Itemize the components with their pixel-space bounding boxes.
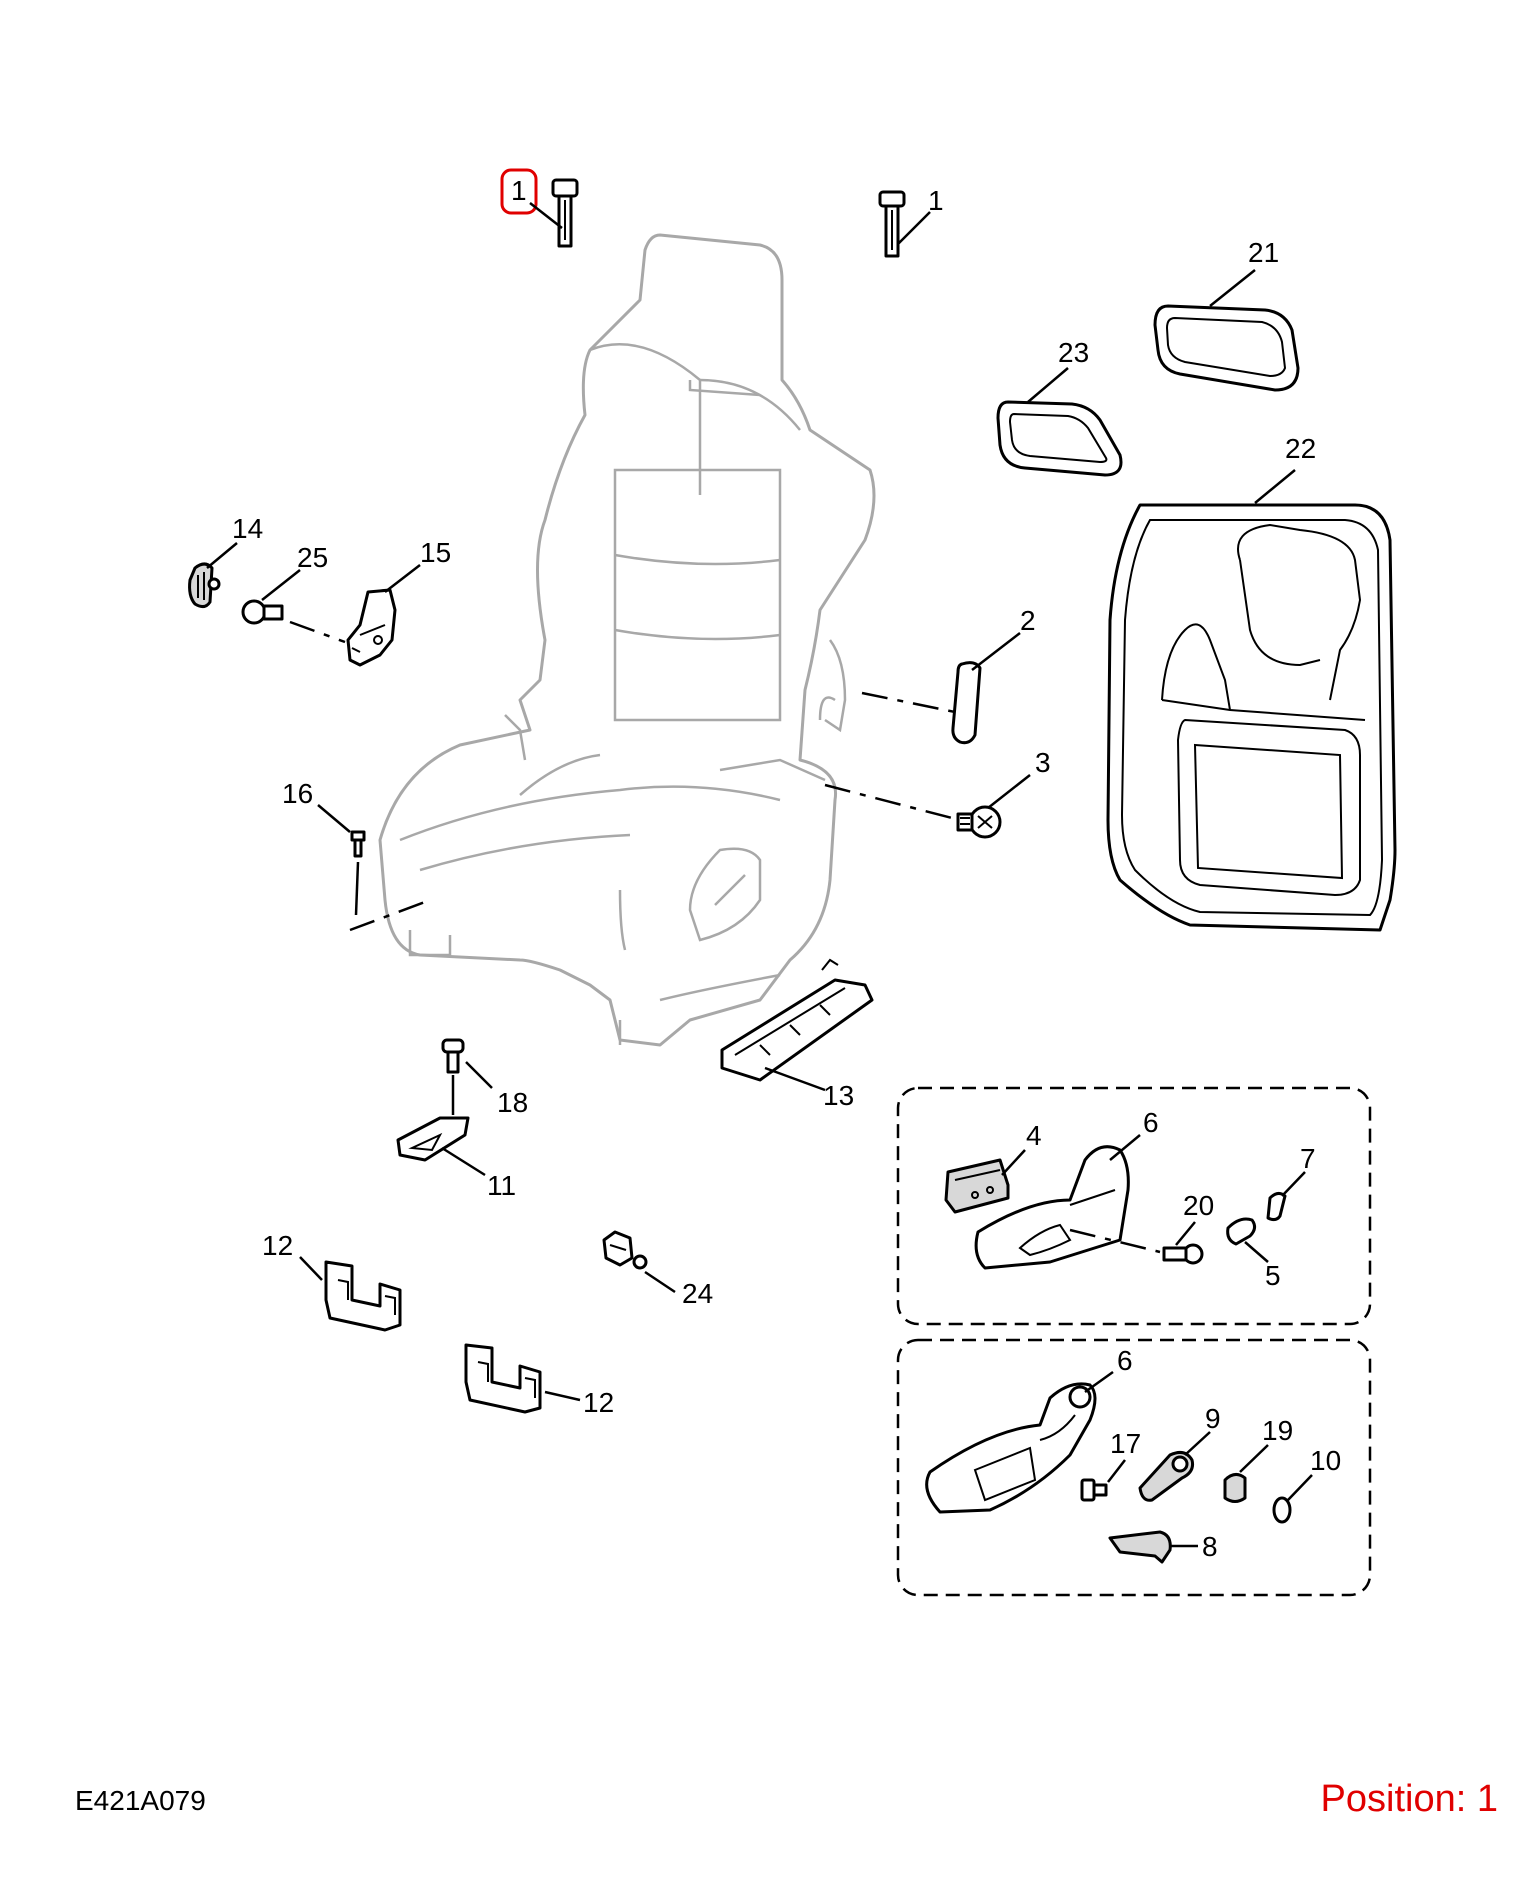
callout-19[interactable]: 19 (1262, 1415, 1293, 1446)
callout-6b[interactable]: 6 (1117, 1345, 1133, 1376)
callout-1b[interactable]: 1 (928, 185, 944, 216)
screw-16[interactable] (350, 830, 366, 858)
callout-25[interactable]: 25 (297, 542, 328, 573)
guide-clip-12b[interactable] (464, 1343, 542, 1414)
trim-strip-2[interactable] (951, 661, 982, 745)
screw-3[interactable] (956, 805, 1002, 839)
callout-16[interactable]: 16 (282, 778, 313, 809)
rail-cover-13[interactable] (720, 958, 874, 1082)
callout-4[interactable]: 4 (1026, 1120, 1042, 1151)
callout-7[interactable]: 7 (1300, 1143, 1316, 1174)
callout-17[interactable]: 17 (1110, 1428, 1141, 1459)
ring-10[interactable] (1272, 1496, 1292, 1524)
callout-15[interactable]: 15 (420, 537, 451, 568)
cap-19[interactable] (1223, 1473, 1247, 1503)
handle-8[interactable] (1108, 1530, 1172, 1564)
callout-14[interactable]: 14 (232, 513, 263, 544)
callout-12a[interactable]: 12 (262, 1230, 293, 1261)
callout-1a[interactable]: 1 (511, 175, 527, 206)
guide-pin-left[interactable] (551, 178, 579, 248)
bracket-15[interactable] (346, 588, 397, 667)
clip-11[interactable] (396, 1116, 470, 1162)
part-14[interactable] (188, 562, 221, 609)
callout-6a[interactable]: 6 (1143, 1107, 1159, 1138)
trim-5[interactable] (1226, 1217, 1257, 1246)
highlight-box (500, 168, 538, 215)
drawing-code: E421A079 (75, 1785, 206, 1816)
clip-24[interactable] (602, 1230, 648, 1270)
callout-8[interactable]: 8 (1202, 1531, 1218, 1562)
switch-block-4[interactable] (944, 1158, 1010, 1214)
callout-24[interactable]: 24 (682, 1278, 713, 1309)
seat-assembly (378, 233, 876, 1047)
side-panel-6a[interactable] (974, 1145, 1130, 1270)
guide-clip-12a[interactable] (324, 1260, 402, 1332)
detail-group-frame-1 (896, 1086, 1372, 1326)
seat-back-panel-22[interactable] (1106, 503, 1397, 932)
trim-frame-23[interactable] (996, 400, 1123, 477)
screw-17[interactable] (1080, 1478, 1108, 1502)
position-label: Position: 1 (1320, 1778, 1498, 1820)
callout-20[interactable]: 20 (1183, 1190, 1214, 1221)
callout-23[interactable]: 23 (1058, 337, 1089, 368)
side-panel-6b[interactable] (925, 1382, 1097, 1514)
callout-13[interactable]: 13 (823, 1080, 854, 1111)
callout-9[interactable]: 9 (1205, 1403, 1221, 1434)
callout-3[interactable]: 3 (1035, 747, 1051, 778)
bolt-25[interactable] (241, 599, 284, 625)
knob-9[interactable] (1138, 1450, 1194, 1502)
screw-20[interactable] (1162, 1243, 1204, 1265)
callout-5[interactable]: 5 (1265, 1260, 1281, 1291)
callout-11[interactable]: 11 (487, 1170, 516, 1201)
screw-18[interactable] (441, 1038, 465, 1074)
callout-18[interactable]: 18 (497, 1087, 528, 1118)
trim-frame-21[interactable] (1153, 304, 1300, 392)
callout-10[interactable]: 10 (1310, 1445, 1341, 1476)
trim-7[interactable] (1266, 1191, 1287, 1222)
callout-22[interactable]: 22 (1285, 433, 1316, 464)
callout-12b[interactable]: 12 (583, 1387, 614, 1418)
callout-2[interactable]: 2 (1020, 605, 1036, 636)
callout-21[interactable]: 21 (1248, 237, 1279, 268)
guide-pin-right[interactable] (878, 190, 906, 258)
detail-group-frame-2 (896, 1338, 1372, 1597)
